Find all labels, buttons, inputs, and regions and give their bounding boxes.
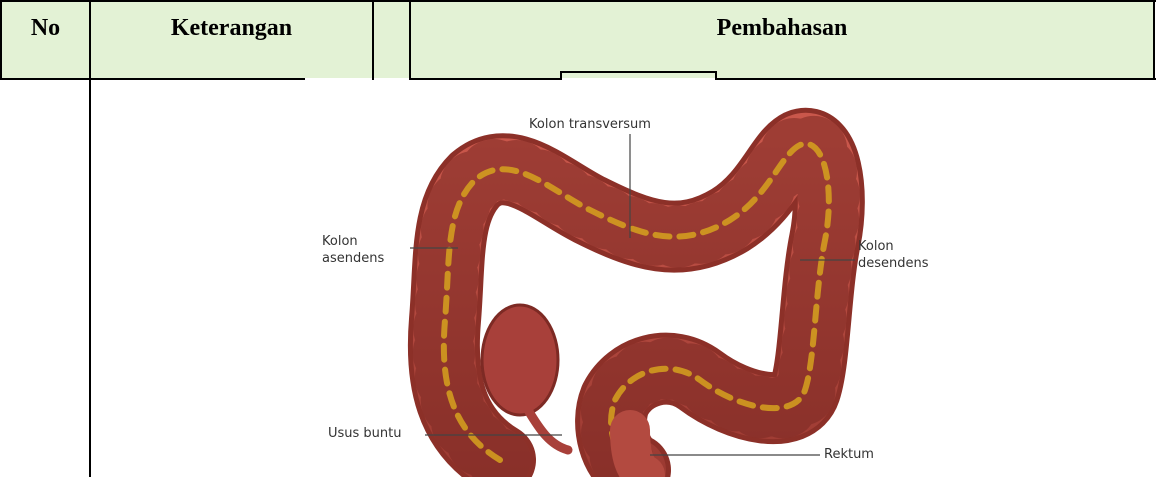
header-bottom-border-mid2 — [716, 78, 970, 80]
label-kolon-desendens-line1: Kolon — [858, 239, 894, 254]
appendix — [528, 410, 568, 450]
header-bottom-border-left — [0, 78, 305, 80]
label-rektum: Rektum — [824, 447, 874, 462]
cecum — [482, 305, 558, 415]
label-kolon-desendens-line2: desendens — [858, 256, 929, 271]
header-keterangan: Keterangan — [91, 2, 372, 78]
label-kolon-transversum: Kolon transversum — [529, 117, 651, 132]
header-bottom-border-right — [970, 78, 1156, 80]
large-intestine-illustration: Kolon transversum Kolon asendens Kolon d… — [300, 100, 980, 477]
column-divider-keterangan — [372, 0, 374, 80]
rectum — [630, 430, 645, 475]
label-usus-buntu: Usus buntu — [328, 426, 402, 441]
label-kolon-asendens-line2: asendens — [322, 251, 384, 266]
header-pembahasan: Pembahasan — [411, 2, 1153, 78]
table-right-border — [1153, 0, 1155, 80]
header-bottom-border-mid — [410, 78, 560, 80]
label-kolon-asendens-line1: Kolon — [322, 234, 358, 249]
header-no: No — [2, 2, 89, 78]
